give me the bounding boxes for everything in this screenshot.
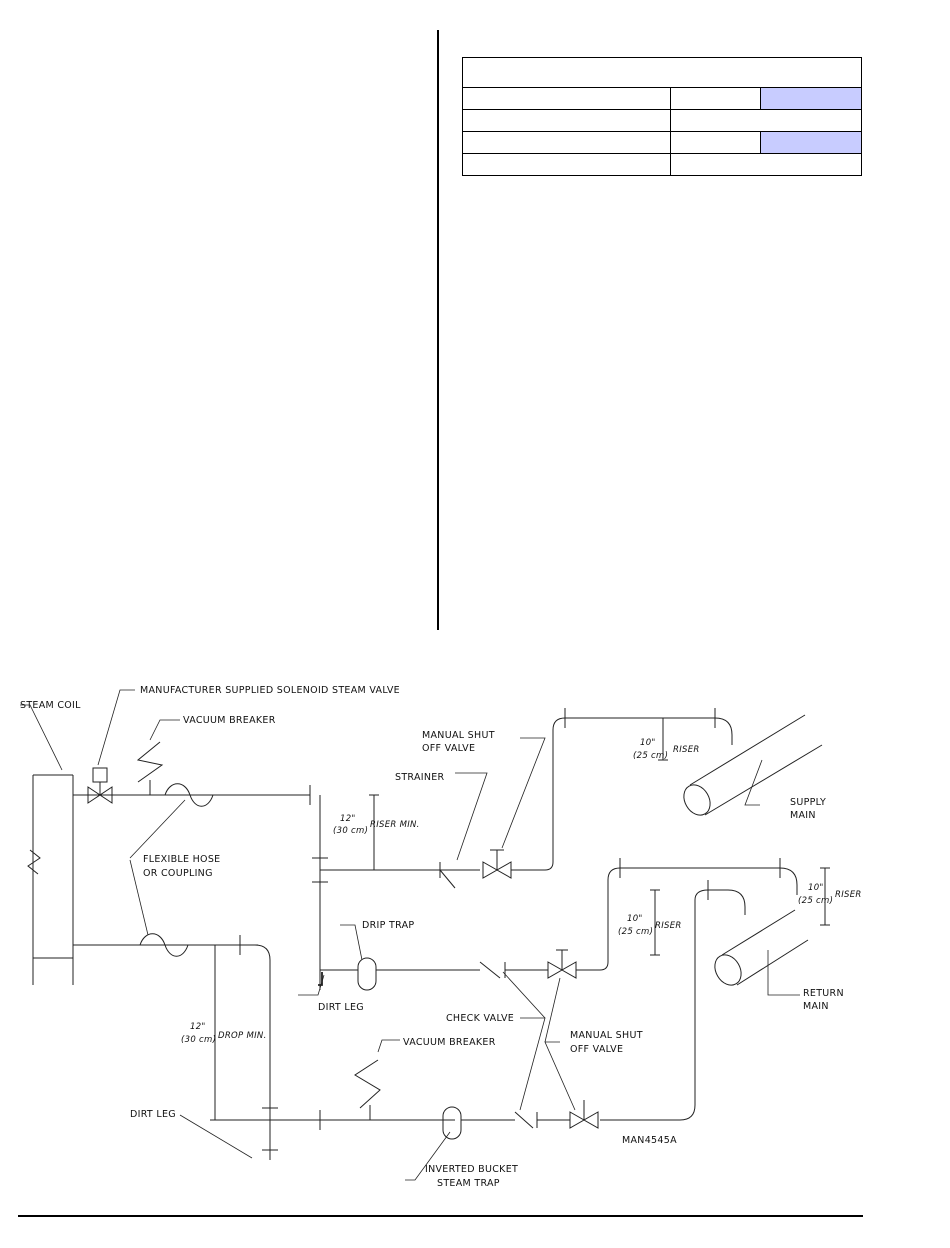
check-valve-bottom-symbol (514, 1111, 538, 1129)
label-strainer: STRAINER (395, 772, 445, 783)
manual-shutoff-valve-top-symbol (482, 849, 512, 879)
dim-riser-min-label: RISER MIN. (370, 820, 420, 830)
dim-riser-top-label: RISER (673, 745, 700, 755)
label-drip-trap: DRIP TRAP (362, 920, 414, 931)
label-dirt-leg-left: DIRT LEG (130, 1109, 176, 1120)
label-manual-shutoff-bot-1: MANUAL SHUT (570, 1030, 643, 1041)
table-header-row (462, 57, 862, 88)
label-vacuum-breaker-bottom: VACUUM BREAKER (403, 1037, 496, 1048)
label-flexible-hose: FLEXIBLE HOSE (143, 854, 220, 865)
spec-table (462, 57, 862, 176)
dim-riser-right-cm: (25 cm) (798, 896, 833, 906)
dim-riser-right-in: 10" (808, 883, 824, 893)
table-cell (462, 87, 671, 110)
column-divider (437, 30, 439, 630)
label-steam-trap: STEAM TRAP (437, 1178, 500, 1189)
label-supply: SUPPLY (790, 797, 826, 808)
table-cell (462, 131, 671, 154)
dim-riser-right-label: RISER (835, 890, 862, 900)
table-row (462, 153, 862, 176)
table-cell (670, 87, 761, 110)
steam-coil (27, 774, 74, 985)
label-dirt-leg-mid: DIRT LEG (318, 1002, 364, 1013)
table-cell (462, 109, 671, 132)
table-cell-shaded (760, 87, 862, 110)
leader-lines (20, 689, 800, 1181)
table-cell (670, 153, 862, 176)
drip-trap-symbol (320, 957, 377, 991)
table-header-cell (462, 57, 862, 88)
label-vacuum-breaker-top: VACUUM BREAKER (183, 715, 276, 726)
check-valve-mid-symbol (479, 961, 506, 979)
label-steam-coil: STEAM COIL (20, 700, 81, 711)
dim-drop-min-label: DROP MIN. (218, 1031, 267, 1041)
vacuum-breaker-bottom-symbol (354, 1059, 381, 1120)
dim-riser-mid-cm: (25 cm) (618, 927, 653, 937)
dim-riser-top-cm: (25 cm) (633, 751, 668, 761)
solenoid-valve-symbol (87, 767, 113, 804)
vacuum-breaker-top-symbol (136, 741, 164, 795)
manual-shutoff-valve-mid-symbol (547, 949, 577, 979)
drawing-number: MAN4545A (622, 1135, 677, 1146)
dim-riser-mid-in: 10" (627, 914, 643, 924)
label-check-valve: CHECK VALVE (446, 1013, 514, 1024)
label-manual-shutoff-bot-2: OFF VALVE (570, 1044, 623, 1055)
label-manual-shutoff-top-2: OFF VALVE (422, 743, 475, 754)
table-cell (462, 153, 671, 176)
inverted-bucket-trap-symbol (442, 1106, 462, 1140)
label-manual-shutoff-top-1: MANUAL SHUT (422, 730, 495, 741)
supply-main-pipe (683, 714, 823, 816)
table-row (462, 87, 862, 110)
table-row (462, 109, 862, 132)
strainer-symbol (439, 862, 456, 889)
steam-piping-diagram: STEAM COIL MANUFACTURER SUPPLIED SOLENOI… (20, 685, 862, 1189)
table-cell (670, 109, 862, 132)
dim-riser-top-in: 10" (640, 738, 656, 748)
manual-shutoff-valve-bottom-symbol (569, 1100, 599, 1129)
table-cell (670, 131, 761, 154)
dim-riser-min-cm: (30 cm) (333, 826, 368, 836)
table-row (462, 131, 862, 154)
dim-riser-min-in: 12" (340, 814, 356, 824)
label-supply-main: MAIN (790, 810, 816, 821)
label-return: RETURN (803, 988, 844, 999)
table-cell-shaded (760, 131, 862, 154)
label-solenoid-valve: MANUFACTURER SUPPLIED SOLENOID STEAM VAL… (140, 685, 400, 696)
dim-riser-mid-label: RISER (655, 921, 682, 931)
flexible-hose-bottom (139, 933, 189, 957)
return-main-pipe (714, 909, 809, 986)
dim-drop-min-cm: (30 cm) (181, 1035, 216, 1045)
label-inverted-bucket: INVERTED BUCKET (425, 1164, 518, 1175)
label-or-coupling: OR COUPLING (143, 868, 213, 879)
dim-drop-min-in: 12" (190, 1022, 206, 1032)
flexible-hose-top (164, 783, 214, 807)
label-return-main: MAIN (803, 1001, 829, 1012)
bottom-rule (18, 1215, 863, 1217)
